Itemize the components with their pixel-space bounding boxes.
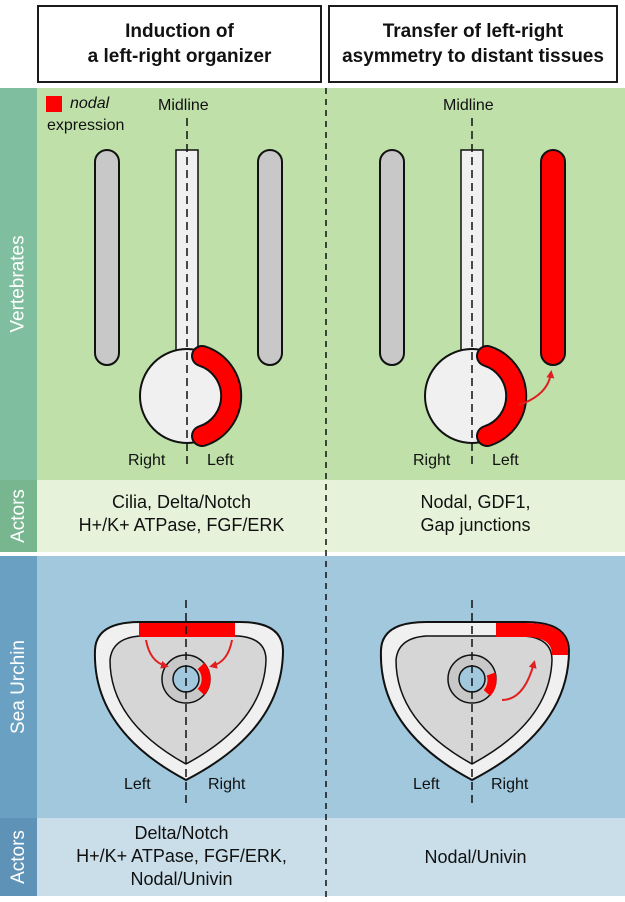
legend-gene-label: nodal (70, 95, 110, 112)
transfer-arrow-vertebrate (518, 370, 555, 406)
actors-urchin-panel (37, 818, 625, 896)
header-transfer: Transfer of left-right asymmetry to dist… (328, 5, 618, 83)
signal-arrow-left (145, 639, 169, 669)
vert-right-label-2: Right (413, 452, 451, 469)
urchin-left-label-2: Left (413, 776, 440, 793)
row-tab-sea-urchin: Sea Urchin (0, 556, 37, 818)
urchin-right-label-2: Right (491, 776, 529, 793)
vert-left-label-2: Left (492, 452, 519, 469)
right-lateral-plate-left-side (257, 149, 283, 366)
vert-right-label-1: Right (128, 452, 166, 469)
signal-arrow-right (209, 639, 233, 669)
actors-vertebrate-transfer: Nodal, GDF1, Gap junctions (420, 492, 531, 535)
transfer-arrow-urchin (501, 660, 537, 701)
vertebrates-panel (37, 88, 625, 480)
midline-label-right: Midline (443, 97, 494, 114)
lateral-plate-right-side-2 (379, 149, 405, 366)
row-tab-actors-2: Actors (0, 818, 37, 896)
actors-vertebrates-panel (37, 480, 625, 552)
nodal-right-ectoderm (496, 623, 568, 655)
legend-suffix-label: expression (47, 117, 125, 134)
actors-urchin-transfer: Nodal/Univin (424, 847, 527, 867)
nodal-gut-patch-2 (483, 672, 497, 697)
nodal-ectoderm-band (139, 623, 235, 637)
left-lateral-plate-right-side (94, 149, 120, 366)
urchin-left-label-1: Left (124, 776, 151, 793)
actors-urchin-induction: Delta/Notch H+/K+ ATPase, FGF/ERK, Nodal… (76, 823, 287, 889)
row-tab-vertebrates: Vertebrates (0, 88, 37, 480)
lateral-plate-nodal-left (540, 149, 566, 366)
nodal-crescent-organizer-2 (478, 347, 526, 445)
legend-nodal-swatch (46, 96, 62, 112)
row-tab-actors-1: Actors (0, 480, 37, 552)
vert-left-label-1: Left (207, 452, 234, 469)
urchin-right-label-1: Right (208, 776, 246, 793)
midline-label-left: Midline (158, 97, 209, 114)
actors-vertebrate-induction: Cilia, Delta/Notch H+/K+ ATPase, FGF/ERK (78, 492, 285, 535)
header-induction: Induction of a left-right organizer (37, 5, 322, 83)
nodal-gut-patch (197, 662, 211, 696)
